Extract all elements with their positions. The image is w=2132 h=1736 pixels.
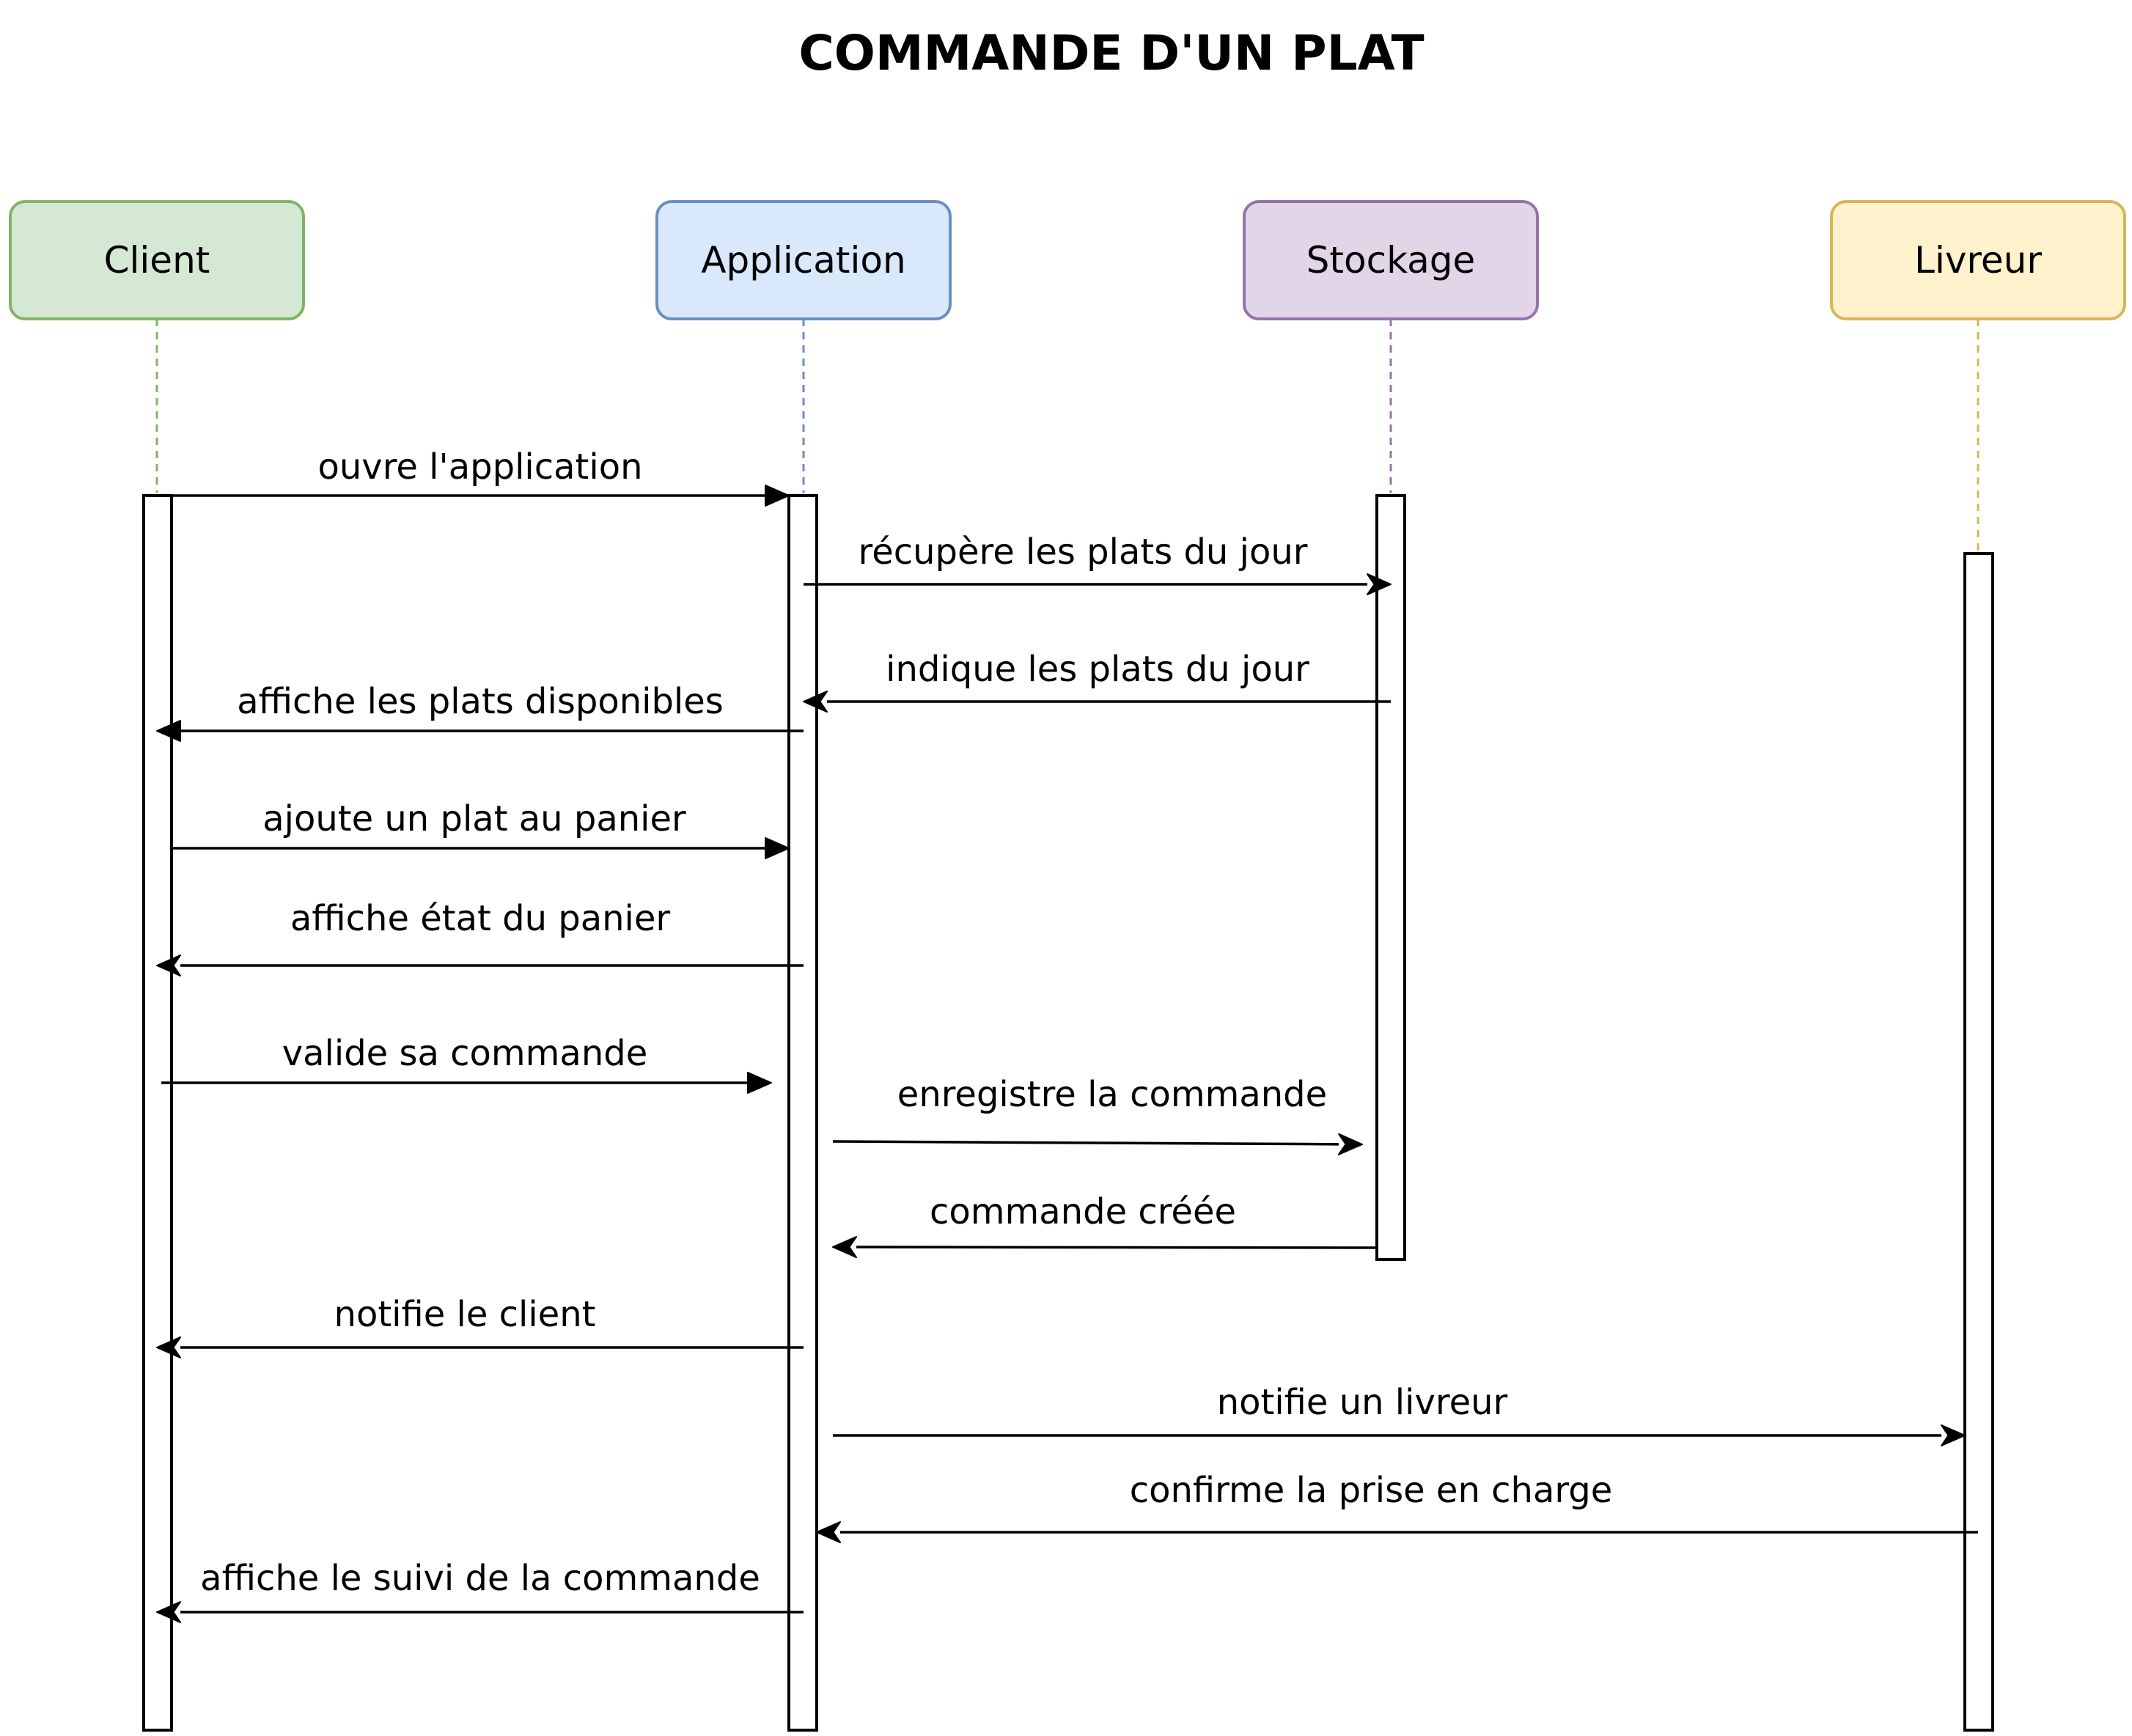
actor-label-client: Client [104, 239, 210, 282]
actor-client: Client [9, 200, 305, 320]
message-7: valide sa commande [161, 1033, 772, 1094]
message-8-arrowhead [1337, 1133, 1363, 1155]
message-11: notifie un livreur [833, 1382, 1966, 1446]
message-1: ouvre l'application [172, 446, 790, 507]
message-1-label: ouvre l'application [318, 446, 643, 488]
message-2-arrowhead [1367, 573, 1392, 595]
message-3-label: indique les plats du jour [886, 649, 1309, 690]
message-2-label: récupère les plats du jour [859, 532, 1308, 573]
message-6: affiche état du panier [156, 898, 804, 976]
actor-label-stockage: Stockage [1306, 239, 1476, 282]
message-7-label: valide sa commande [282, 1033, 648, 1074]
actor-application: Application [655, 200, 952, 320]
message-3-arrowhead [803, 691, 828, 713]
activation-bars-layer [142, 494, 1994, 1732]
activation-bar-client [142, 494, 173, 1732]
message-12: confirme la prise en charge [816, 1470, 1978, 1543]
message-2: récupère les plats du jour [804, 532, 1392, 595]
diagram-title: COMMANDE D'UN PLAT [798, 25, 1424, 81]
message-13-label: affiche le suivi de la commande [200, 1558, 760, 1599]
message-9-arrowhead [832, 1236, 858, 1259]
message-10: notifie le client [156, 1294, 804, 1358]
message-8: enregistre la commande [832, 1074, 1363, 1155]
actor-label-livreur: Livreur [1914, 239, 2042, 282]
activation-bar-application [787, 494, 818, 1732]
message-13: affiche le suivi de la commande [156, 1558, 804, 1623]
message-1-arrowhead [765, 485, 790, 507]
message-11-arrowhead [1941, 1424, 1966, 1446]
message-6-label: affiche état du panier [290, 898, 671, 939]
message-8-label: enregistre la commande [897, 1074, 1327, 1115]
message-3: indique les plats du jour [803, 649, 1391, 713]
actor-label-application: Application [701, 239, 905, 282]
message-9-label: commande créée [930, 1191, 1236, 1232]
actor-livreur: Livreur [1830, 200, 2126, 320]
messages-layer: ouvre l'application récupère les plats du… [156, 446, 1978, 1623]
message-10-arrowhead [156, 1336, 181, 1358]
message-6-arrowhead [156, 955, 181, 976]
actor-box-application [655, 200, 952, 320]
message-5-arrowhead [765, 837, 790, 859]
message-4: affiche les plats disponibles [156, 681, 804, 742]
message-9: commande créée [832, 1191, 1378, 1259]
actor-box-client [9, 200, 305, 320]
lifelines-layer [155, 319, 1980, 553]
message-10-label: notifie le client [334, 1294, 596, 1335]
message-5: ajoute un plat au panier [172, 798, 790, 859]
message-12-label: confirme la prise en charge [1130, 1470, 1613, 1511]
message-11-label: notifie un livreur [1217, 1382, 1508, 1423]
message-9-line [856, 1246, 1378, 1249]
message-5-label: ajoute un plat au panier [262, 798, 686, 839]
actor-stockage: Stockage [1243, 200, 1539, 320]
message-13-arrowhead [156, 1601, 181, 1623]
activation-bar-livreur [1963, 552, 1994, 1732]
message-12-arrowhead [816, 1521, 841, 1543]
actors-layer: Client Application Stockage Livreur [9, 200, 2126, 320]
message-8-line [832, 1140, 1339, 1146]
message-4-label: affiche les plats disponibles [237, 681, 724, 722]
actor-box-livreur [1830, 200, 2126, 320]
actor-box-stockage [1243, 200, 1539, 320]
activation-bar-stockage [1375, 494, 1406, 1261]
message-7-arrowhead [747, 1072, 772, 1094]
